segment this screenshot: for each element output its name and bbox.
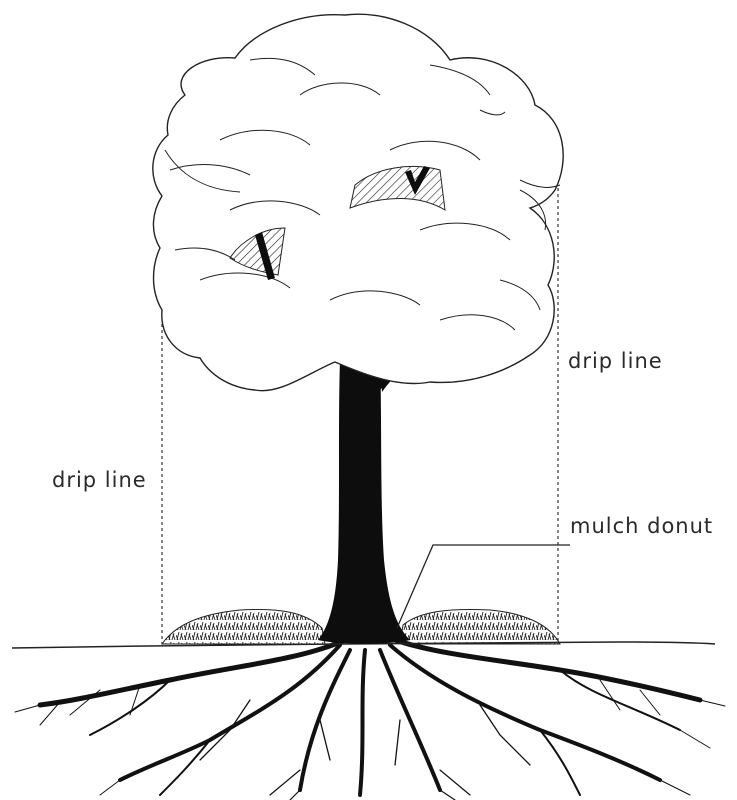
mulch-left bbox=[162, 610, 325, 644]
mulch-donut-label: mulch donut bbox=[570, 514, 713, 538]
roots bbox=[15, 640, 725, 800]
mulch-right bbox=[400, 609, 560, 644]
drip-line-left-label: drip line bbox=[52, 468, 147, 492]
drip-line-right-label: drip line bbox=[568, 349, 663, 373]
